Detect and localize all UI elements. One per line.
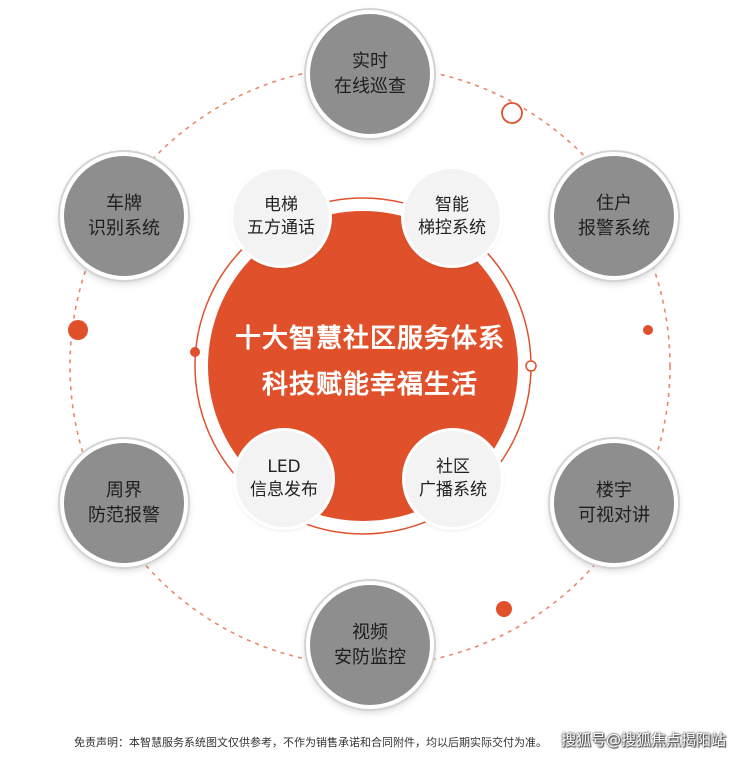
node-building-intercom: 楼宇 可视对讲 (550, 439, 678, 567)
node-line1: 住户 (596, 193, 632, 214)
node-line2: 安防监控 (334, 647, 406, 668)
node-line2: 报警系统 (578, 218, 650, 239)
node-line2: 五方通话 (247, 218, 315, 238)
node-line2: 信息发布 (250, 480, 318, 500)
ring-dot-hollow-top-right (501, 102, 523, 124)
node-smart-elevator-control: 智能 梯控系统 (404, 169, 500, 265)
node-led-info: LED 信息发布 (236, 431, 332, 527)
node-perimeter-alarm: 周界 防范报警 (60, 439, 188, 567)
node-line1: 电梯 (264, 195, 298, 215)
node-video-surveillance: 视频 安防监控 (306, 581, 434, 709)
node-elevator-intercom: 电梯 五方通话 (233, 169, 329, 265)
node-line1: 车牌 (106, 193, 142, 214)
node-line1: 视频 (352, 622, 388, 643)
disclaimer: 免责声明：本智慧服务系统图文仅供参考，不作为销售承诺和合同附件，均以后期实际交付… (74, 736, 547, 749)
ring-dot-left (68, 320, 88, 340)
node-line1: LED (267, 457, 301, 477)
halo-dot-left (190, 347, 200, 357)
node-line2: 广播系统 (419, 480, 487, 500)
node-community-broadcast: 社区 广播系统 (405, 431, 501, 527)
node-line1: 智能 (435, 195, 469, 215)
node-line1: 周界 (106, 480, 142, 501)
node-line1: 楼宇 (596, 480, 632, 501)
node-line2: 可视对讲 (578, 505, 650, 526)
watermark: 搜狐号@搜狐焦点揭阳站 (560, 731, 726, 749)
node-line1: 实时 (352, 51, 388, 72)
node-line2: 梯控系统 (418, 218, 486, 238)
center-title-line1: 十大智慧社区服务体系 (234, 324, 505, 354)
node-resident-alarm: 住户 报警系统 (550, 152, 678, 280)
node-line1: 社区 (436, 457, 470, 477)
node-line2: 识别系统 (88, 218, 160, 239)
center-title-line2: 科技赋能幸福生活 (261, 370, 478, 400)
ring-dot-right (643, 325, 653, 335)
ring-dot-bottom-right (496, 601, 512, 617)
node-line2: 在线巡查 (334, 76, 406, 97)
node-line2: 防范报警 (88, 505, 160, 526)
halo-dot-right (525, 360, 537, 372)
node-plate-recognition: 车牌 识别系统 (60, 152, 188, 280)
node-realtime-patrol: 实时 在线巡查 (306, 10, 434, 138)
